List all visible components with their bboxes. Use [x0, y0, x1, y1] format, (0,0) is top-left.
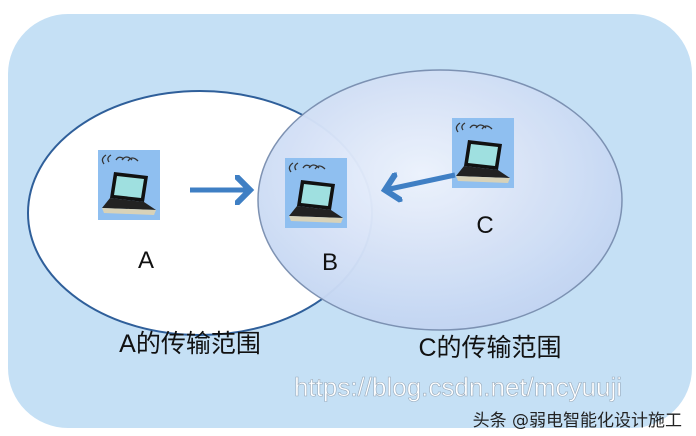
watermark-credit: 头条 @弱电智能化设计施工: [473, 411, 682, 431]
range-c-label: C的传输范围: [418, 334, 561, 362]
laptop-a-icon: [97, 149, 161, 221]
laptop-c-icon: [451, 117, 515, 189]
watermark-url: https://blog.csdn.net/mcyuuji: [294, 372, 622, 402]
node-a-label: A: [138, 247, 154, 274]
laptop-b-icon: [284, 157, 348, 229]
node-c-label: C: [476, 212, 493, 239]
arrow-c-to-b: [385, 175, 456, 190]
range-a-label: A的传输范围: [119, 330, 261, 358]
node-b-label: B: [322, 249, 338, 276]
range-c-ellipse: [257, 69, 623, 331]
